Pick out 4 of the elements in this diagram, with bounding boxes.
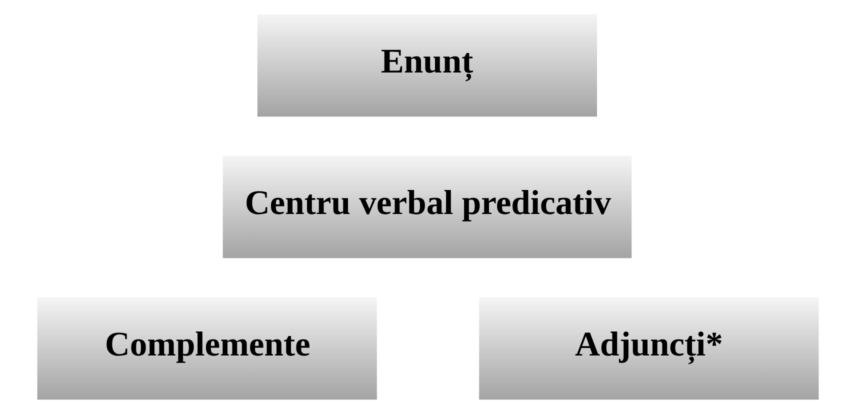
node-box: Centru verbal predicativ <box>222 156 632 258</box>
node-box: Enunț <box>257 14 598 117</box>
node-box: Complemente <box>37 297 377 400</box>
node-box: Adjuncți* <box>479 297 819 400</box>
